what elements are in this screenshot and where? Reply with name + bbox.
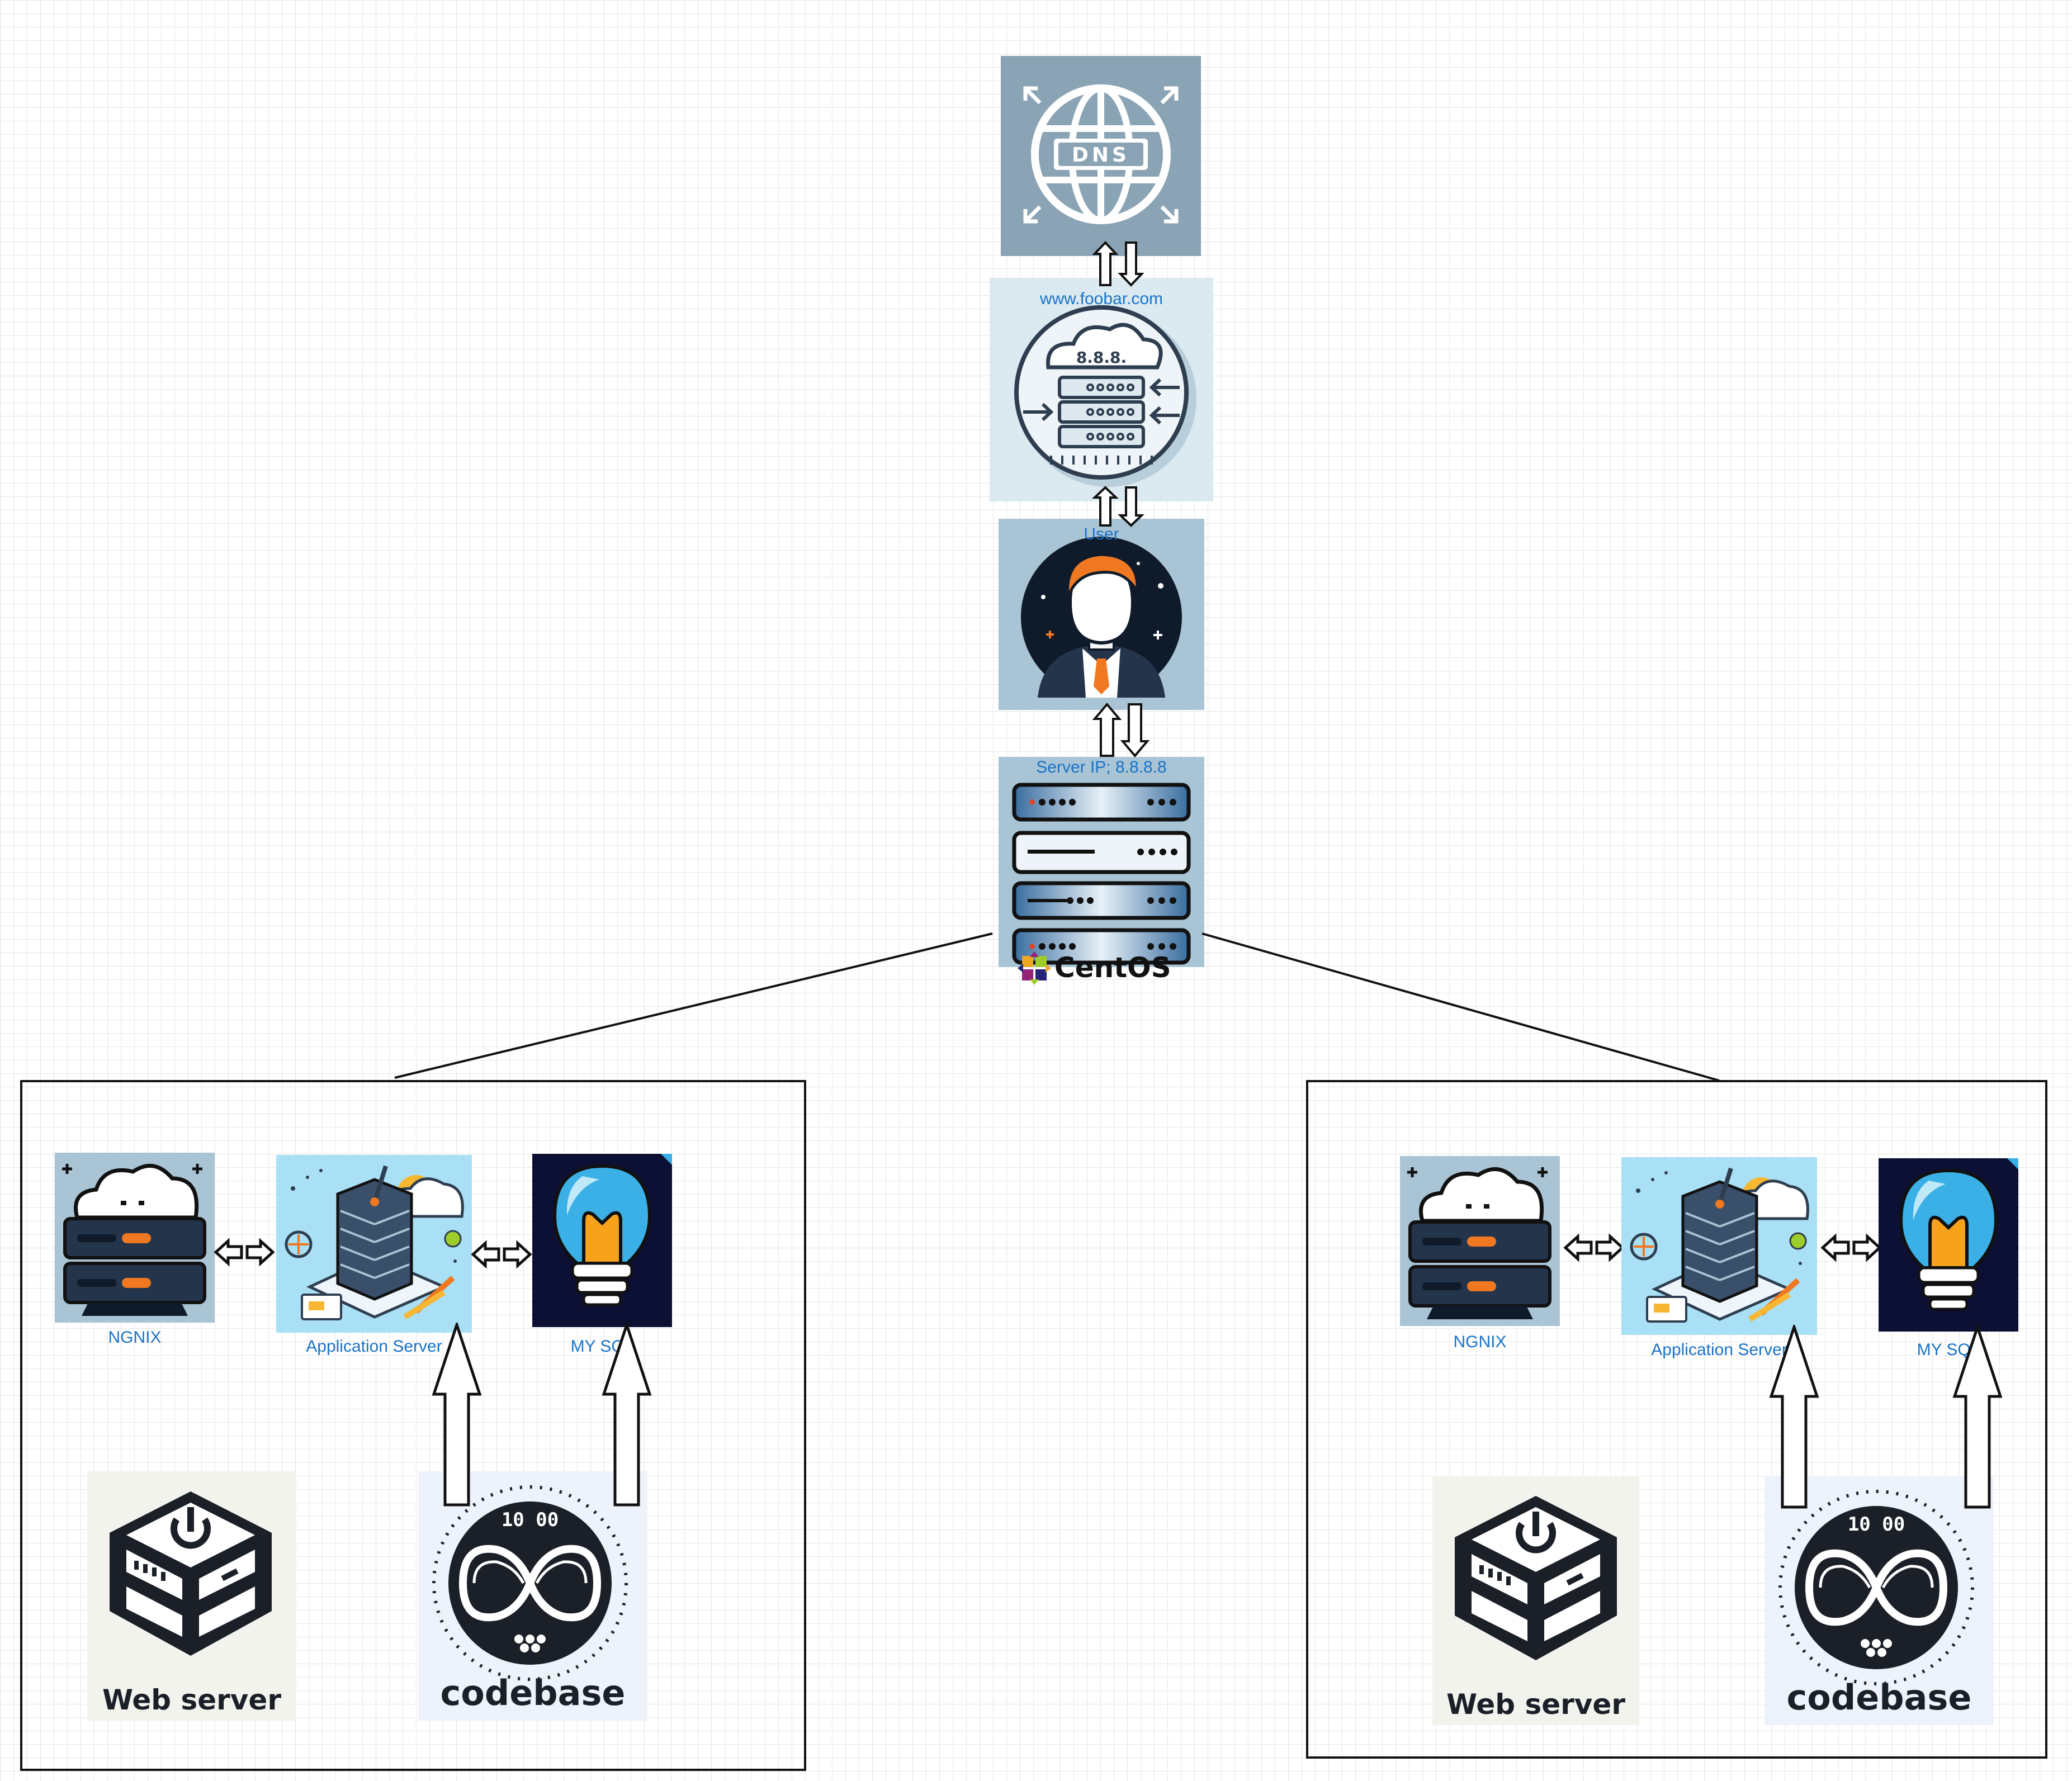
centos-icon [1018,951,1051,985]
connector-right [1201,932,1720,1082]
svg-text:10 00: 10 00 [502,1509,559,1531]
web-server-cube-icon [110,1491,272,1656]
double-arrow-user-server [1092,702,1150,758]
svg-text:10 00: 10 00 [1848,1513,1905,1536]
application-server-node[interactable] [1621,1157,1817,1335]
nginx-label: NGNIX [1453,1333,1507,1351]
codebase-infinity-icon: 10 00 [432,1485,628,1681]
up-arrow-codebase-to-db [1952,1325,2003,1509]
cluster-frame [1306,1080,2047,1759]
application-server-icon [285,1165,464,1320]
web-server-cube-icon [1455,1496,1617,1660]
codebase-node[interactable]: 10 00 codebase [418,1471,647,1721]
web-server-node[interactable]: Web server [87,1471,296,1721]
application-server-label: Application Server [306,1337,442,1356]
codebase-text: codebase [440,1673,626,1713]
centos-logo-text: CentOS [1054,951,1171,984]
double-arrow-app-db [1820,1233,1882,1262]
server-node[interactable] [999,757,1204,967]
user-label: User [1084,525,1119,543]
double-arrow-dns-domain [1092,241,1144,287]
mysql-node[interactable] [1879,1158,2018,1332]
application-server-node[interactable] [276,1155,472,1333]
web-server-text: Web server [102,1684,281,1716]
dns-globe-icon: DNS [1023,84,1179,224]
nginx-server-icon [1407,1167,1551,1319]
codebase-text: codebase [1786,1677,1972,1718]
dns-icon-text: DNS [1072,144,1130,167]
double-arrow-nginx-app [214,1238,275,1267]
application-server-label: Application Server [1651,1341,1787,1359]
dns-server-icon: 8.8.8. [1014,305,1196,487]
web-server-text: Web server [1446,1688,1625,1721]
up-arrow-codebase-to-db [602,1323,652,1507]
lightbulb-database-icon [552,1154,672,1306]
nginx-label: NGNIX [108,1328,162,1347]
cluster-frame [20,1080,806,1771]
server-rack-icon [1012,783,1191,965]
mysql-node[interactable] [532,1154,672,1327]
nginx-node[interactable] [1400,1156,1560,1326]
double-arrow-nginx-app [1563,1233,1625,1262]
user-node[interactable] [999,519,1204,710]
codebase-infinity-icon: 10 00 [1778,1490,1974,1685]
nginx-server-icon [62,1163,206,1316]
application-server-icon [1630,1167,1809,1323]
connector-left [394,932,993,1079]
up-arrow-codebase-to-app [432,1323,482,1507]
nginx-node[interactable] [55,1153,215,1323]
up-arrow-codebase-to-app [1769,1325,1819,1509]
dns-node[interactable]: DNS [1001,56,1201,256]
domain-label: www.foobar.com [1039,290,1163,308]
centos-logo: CentOS [1016,950,1179,986]
double-arrow-app-db [471,1240,532,1269]
double-arrow-domain-user [1091,486,1145,527]
user-avatar-icon [1021,537,1182,698]
codebase-node[interactable]: 10 00 codebase [1764,1476,1994,1725]
web-server-node[interactable]: Web server [1432,1476,1639,1725]
dns-server-icon-text: 8.8.8. [1076,348,1127,367]
domain-server-node[interactable]: 8.8.8. [990,278,1213,501]
server-label: Server IP; 8.8.8.8 [1036,758,1167,776]
lightbulb-database-icon [1899,1158,2018,1311]
